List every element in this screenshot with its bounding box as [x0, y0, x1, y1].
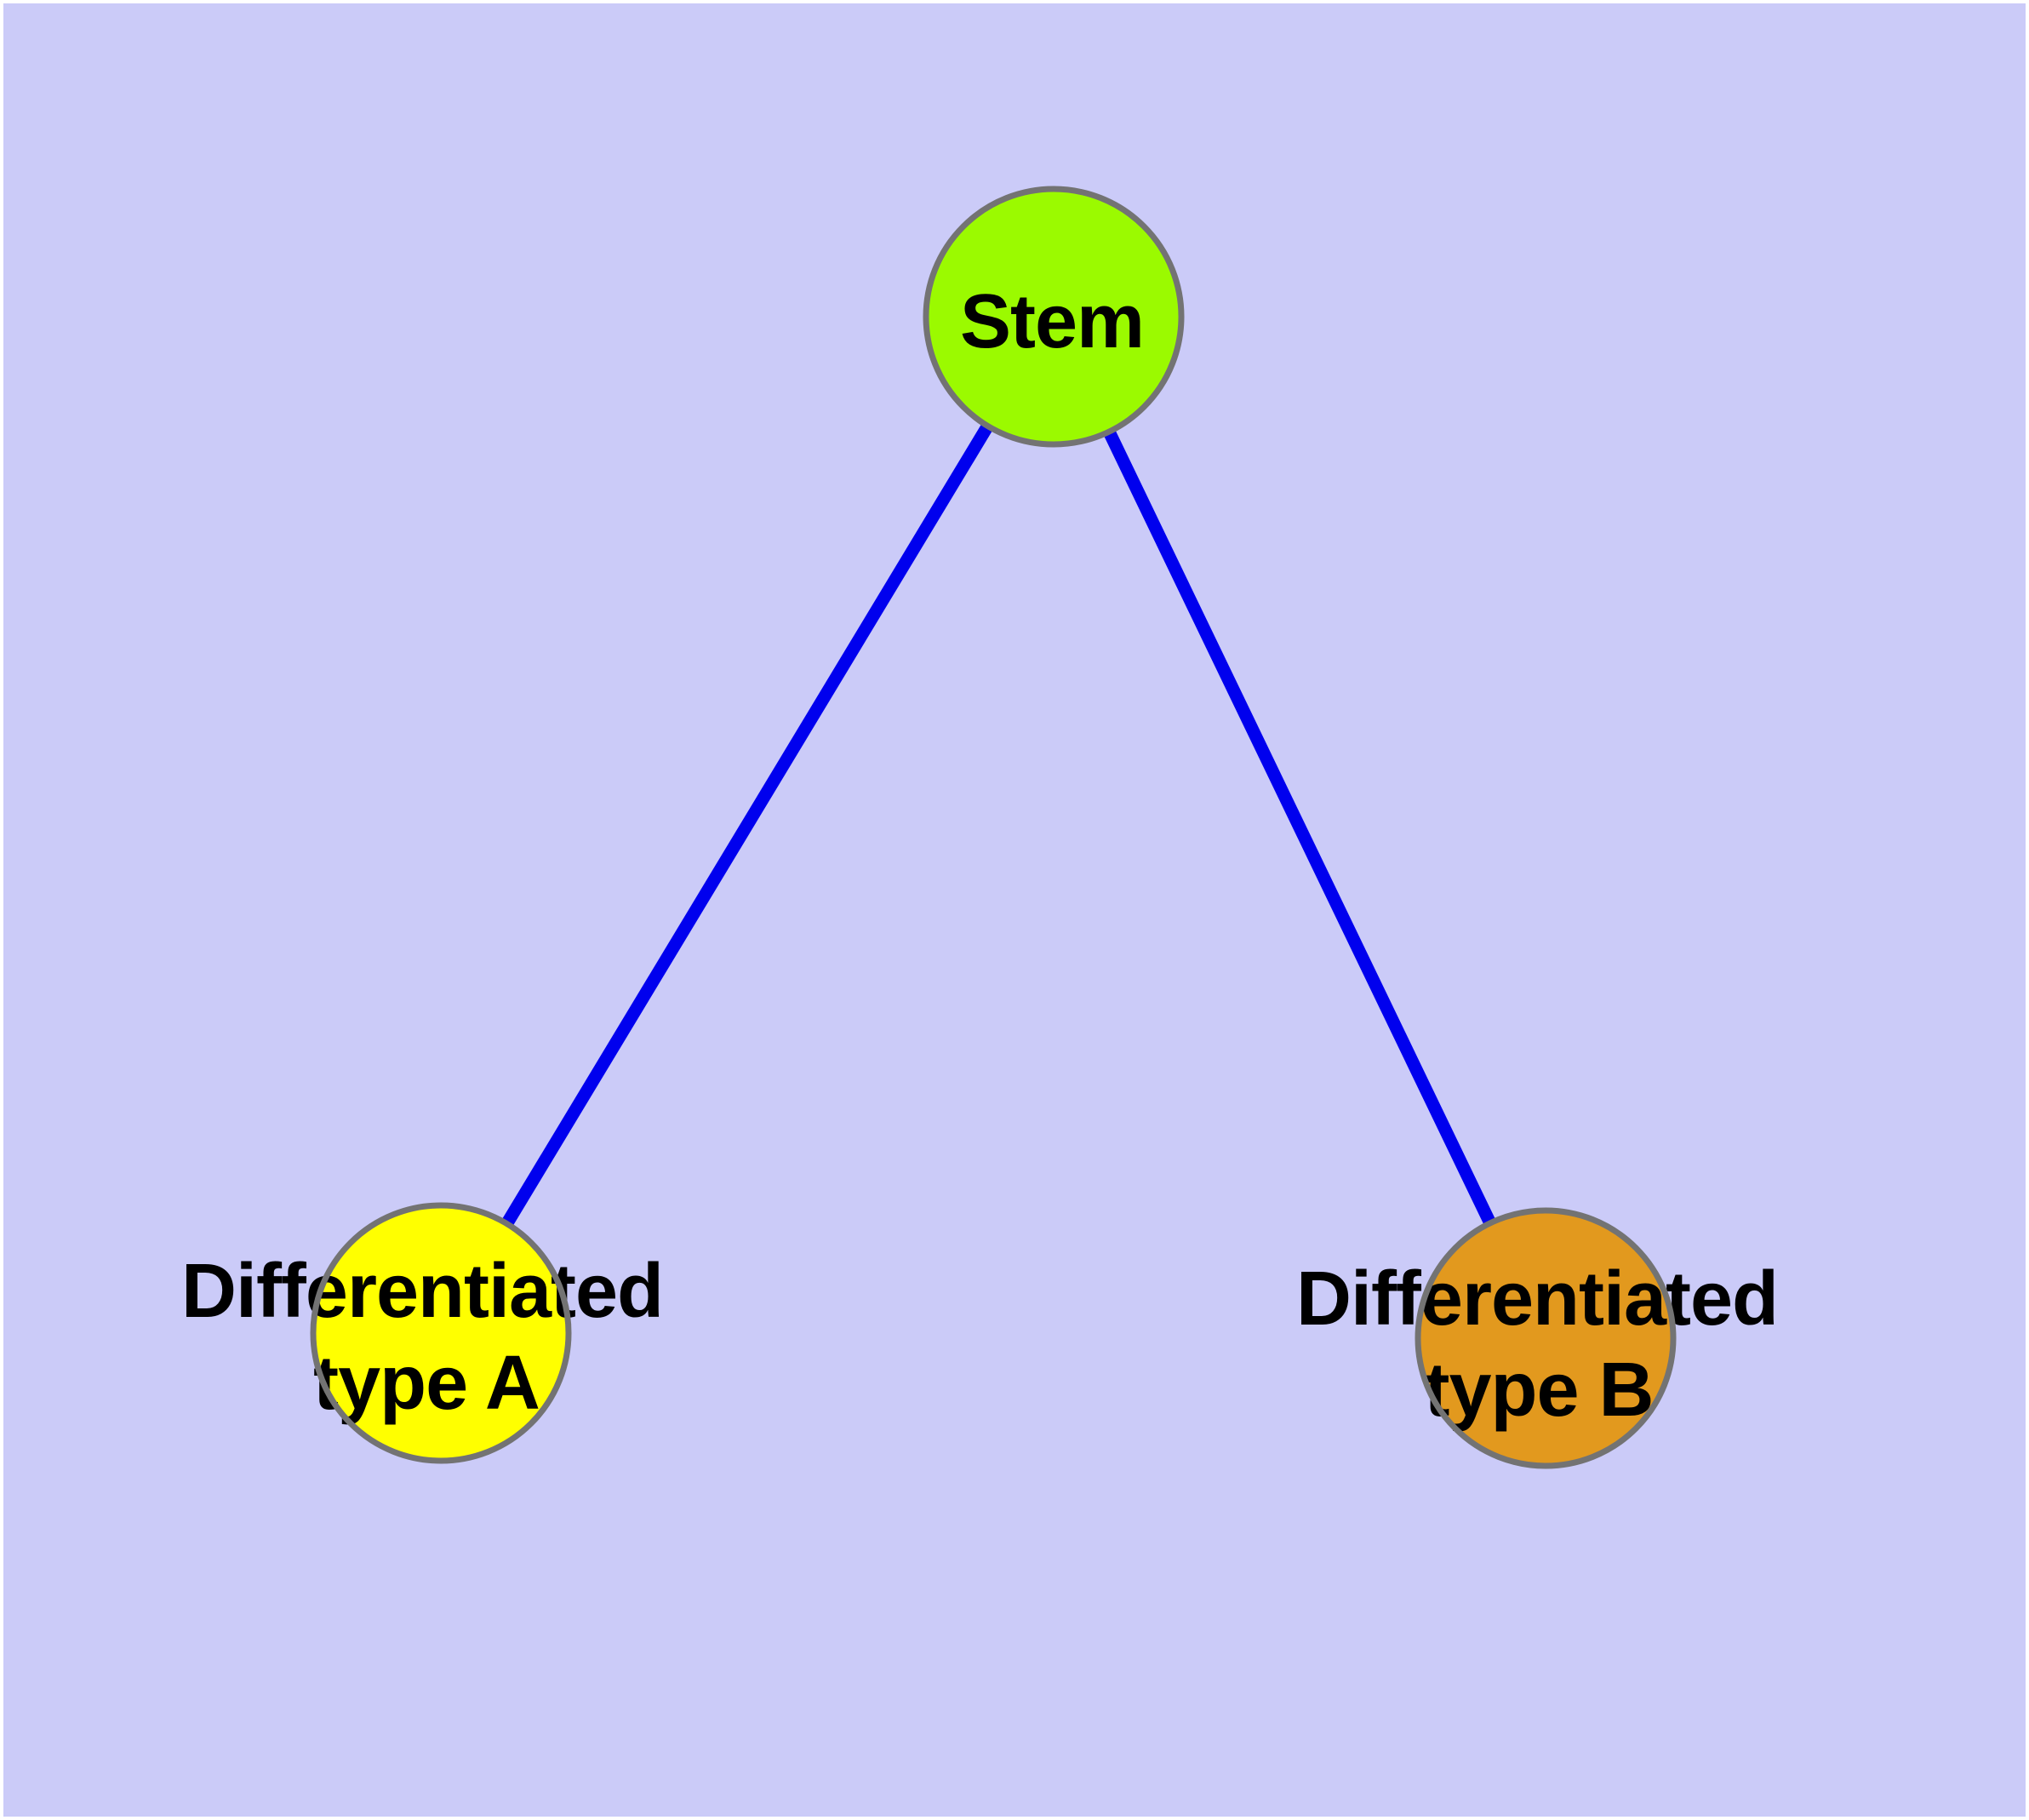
type-a-node-circle: [313, 1205, 569, 1461]
node-border-group: [310, 186, 1677, 1469]
stem-node-label: Stem: [960, 279, 1144, 364]
type-b-label-line-2: type B: [1424, 1348, 1653, 1433]
type-a-node-border: [310, 1202, 572, 1464]
type-a-label-line-2: type A: [313, 1341, 540, 1426]
stem-node-circle: [926, 189, 1181, 444]
edge-stem-to-type-a: [435, 313, 1060, 1336]
edge-group: [435, 313, 1552, 1342]
type-b-node-border: [1415, 1207, 1677, 1469]
label-group: Stem Differentiated type A Differentiate…: [181, 279, 1779, 1433]
edge-stem-to-type-b: [1048, 313, 1552, 1342]
type-a-label-line-1: Differentiated: [181, 1249, 663, 1334]
stem-node-border: [923, 186, 1185, 448]
type-b-label-line-1: Differentiated: [1296, 1256, 1778, 1342]
type-b-node-circle: [1418, 1210, 1673, 1466]
